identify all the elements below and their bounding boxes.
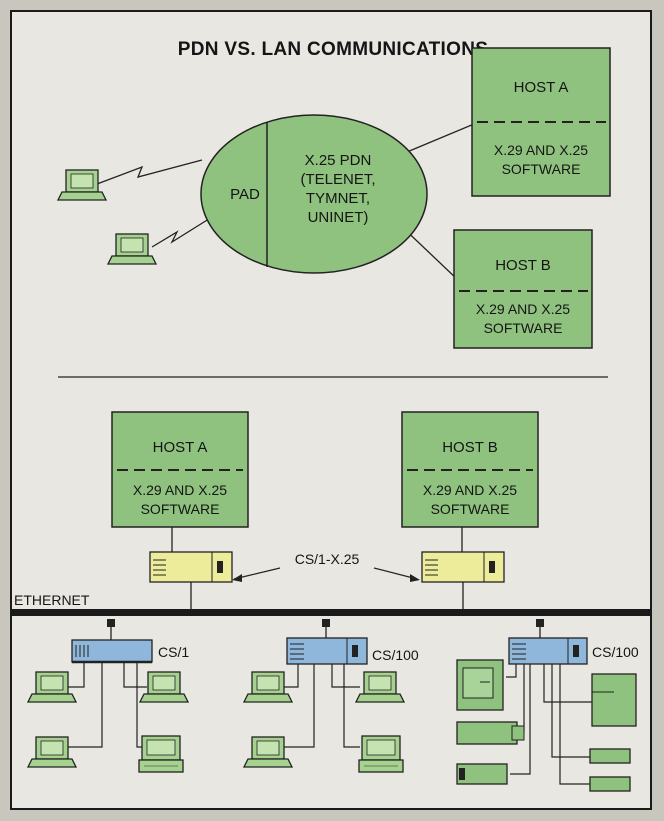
server-cs100-b (509, 638, 587, 664)
cs1-workstation (139, 736, 183, 772)
pdn-host-b-software-2: SOFTWARE (484, 320, 563, 336)
server-cs100-a-label: CS/100 (372, 647, 419, 663)
server-cs1 (72, 640, 152, 662)
lan-host-a-software-2: SOFTWARE (141, 501, 220, 517)
cs100a-terminal-2 (356, 672, 404, 702)
pdn-host-b-software-1: X.29 AND X.25 (476, 301, 570, 317)
printer (457, 722, 524, 744)
desktop-computer (457, 660, 503, 710)
ethernet-label: ETHERNET (14, 592, 90, 608)
pdn-host-a-software-1: X.29 AND X.25 (494, 142, 588, 158)
cs100a-terminal-3 (244, 737, 292, 767)
pdn-host-a-label: HOST A (514, 79, 569, 96)
pdn-network-line-4: UNINET) (308, 209, 369, 226)
line-device-1 (590, 749, 630, 763)
dialup-link-2 (152, 217, 212, 247)
pdn-terminal-2 (108, 234, 156, 264)
pdn-host-b-label: HOST B (495, 257, 551, 274)
diagram-canvas: PDN VS. LAN COMMUNICATIONS PAD X.25 PDN … (12, 12, 652, 810)
pdn-network-line-1: X.25 PDN (305, 152, 372, 169)
cs1-terminal-2 (140, 672, 188, 702)
bridge-label: CS/1-X.25 (295, 551, 360, 567)
server-cs100-a (287, 638, 367, 664)
lan-host-b-software-2: SOFTWARE (431, 501, 510, 517)
pdn-network-line-2: (TELENET, (300, 171, 375, 188)
dialup-link-1 (97, 160, 202, 184)
line-device-2 (590, 777, 630, 791)
cs1-terminal-3 (28, 737, 76, 767)
pdn-link-host-a (407, 124, 474, 152)
modem (457, 764, 507, 784)
bridge-unit-b (422, 552, 504, 582)
pad-label: PAD (230, 186, 260, 203)
pdn-network-line-3: TYMNET, (306, 190, 370, 207)
diagram-frame: PDN VS. LAN COMMUNICATIONS PAD X.25 PDN … (10, 10, 652, 810)
server-cs1-label: CS/1 (158, 644, 189, 660)
lan-host-a-software-1: X.29 AND X.25 (133, 482, 227, 498)
server-cs100-b-label: CS/100 (592, 644, 639, 660)
pdn-terminal-1 (58, 170, 106, 200)
bridge-unit-a (150, 552, 232, 582)
lan-host-b-label: HOST B (442, 439, 498, 456)
diagram-title: PDN VS. LAN COMMUNICATIONS (178, 39, 488, 60)
lan-host-b-software-1: X.29 AND X.25 (423, 482, 517, 498)
pdn-host-a-software-2: SOFTWARE (502, 161, 581, 177)
terminal-cabinet (592, 674, 636, 726)
ethernet-bus (12, 609, 652, 616)
lan-host-a-label: HOST A (153, 439, 208, 456)
cs100a-workstation (359, 736, 403, 772)
